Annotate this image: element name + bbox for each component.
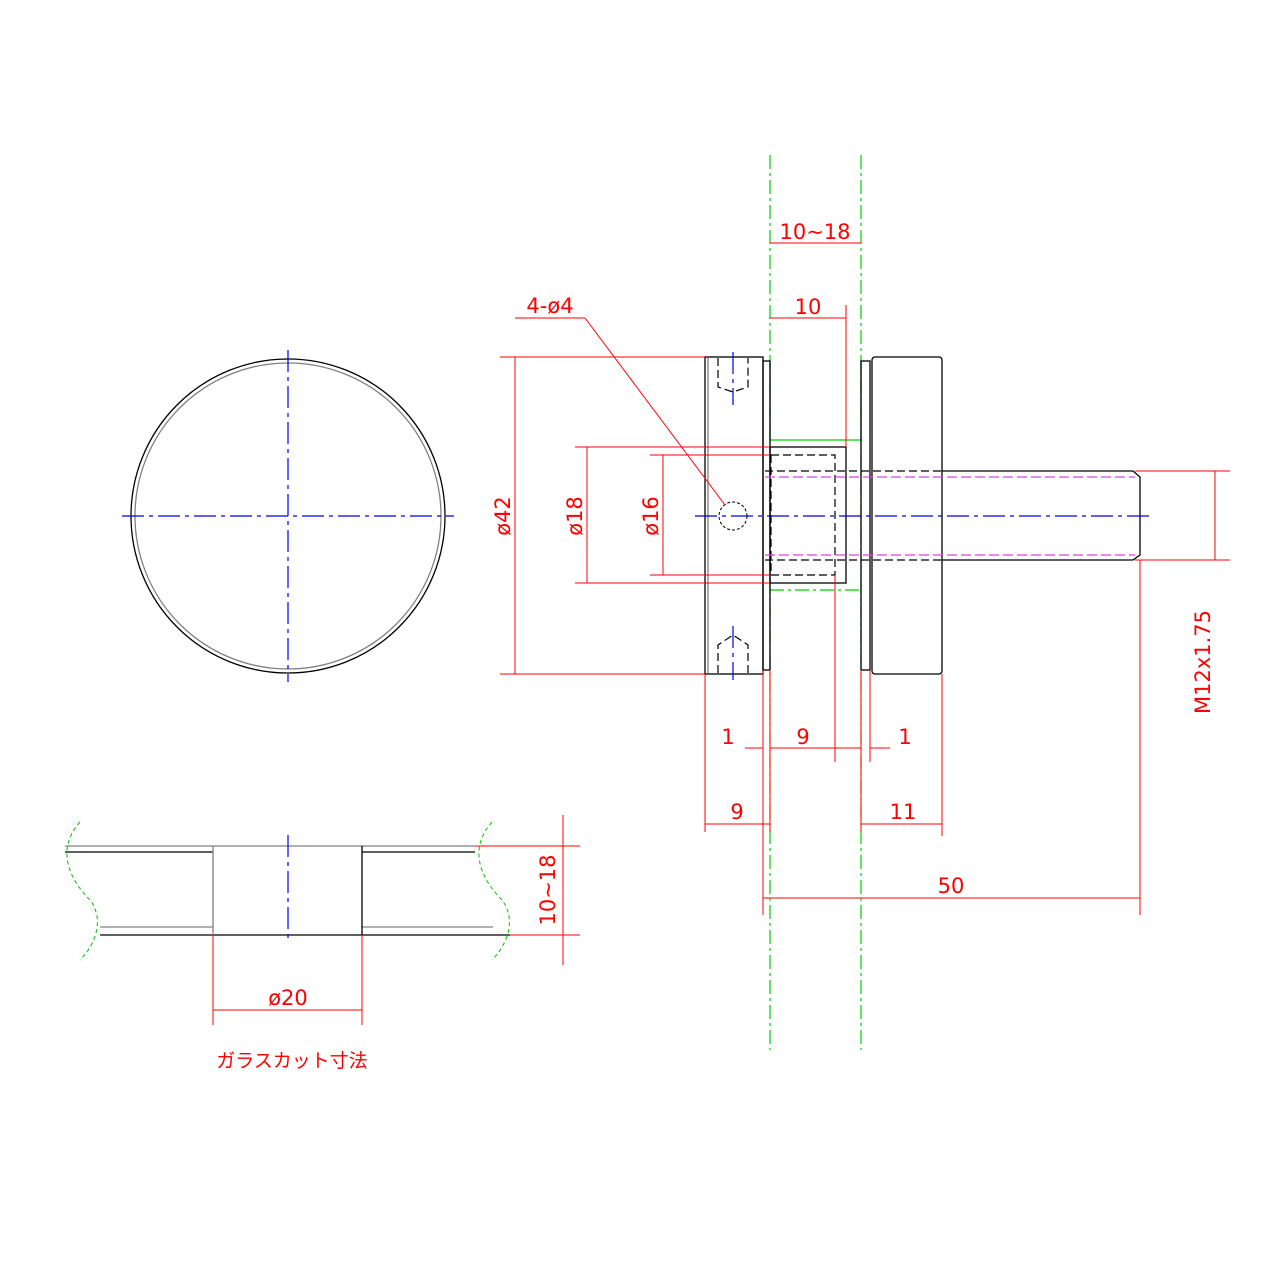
dim-thread: M12x1.75 <box>1191 610 1215 714</box>
dim-hole: ø20 <box>268 986 308 1010</box>
break-line-right <box>478 821 510 961</box>
front-view <box>122 350 454 682</box>
sleeve <box>769 446 847 584</box>
dim-plate-right: 11 <box>890 800 917 824</box>
countersink-top <box>717 358 749 393</box>
dim-thickness: 10~18 <box>536 854 560 925</box>
cut-dimension-lines <box>212 815 580 1025</box>
dim-washer-right: 1 <box>898 725 911 749</box>
dimension-lines <box>514 242 1216 899</box>
dim-sleeve-length: 10 <box>795 295 822 319</box>
extension-lines <box>500 305 1230 915</box>
dim-sleeve-inside: 9 <box>796 725 809 749</box>
dim-plate-diameter: ø42 <box>491 496 515 536</box>
dim-sleeve-inner: ø16 <box>639 496 663 536</box>
dim-plate-left: 9 <box>730 800 743 824</box>
sleeve-bore <box>770 454 836 576</box>
caption: ガラスカット寸法 <box>216 1050 368 1072</box>
dim-sleeve-outer: ø18 <box>563 496 587 536</box>
break-line-left <box>66 821 98 961</box>
glass-hole-top <box>769 361 862 441</box>
glass-cut-view: ø20 10~18 ガラスカット寸法 <box>65 815 580 1072</box>
dim-glass-thickness: 10~18 <box>779 220 850 244</box>
dim-washer-left: 1 <box>721 725 734 749</box>
dim-holes: 4-ø4 <box>526 294 573 318</box>
dim-total: 50 <box>938 874 965 898</box>
countersink-bottom <box>717 634 749 673</box>
side-view: 10~18 10 4-ø4 ø42 ø18 ø16 1 9 1 9 11 50 … <box>491 155 1230 1050</box>
